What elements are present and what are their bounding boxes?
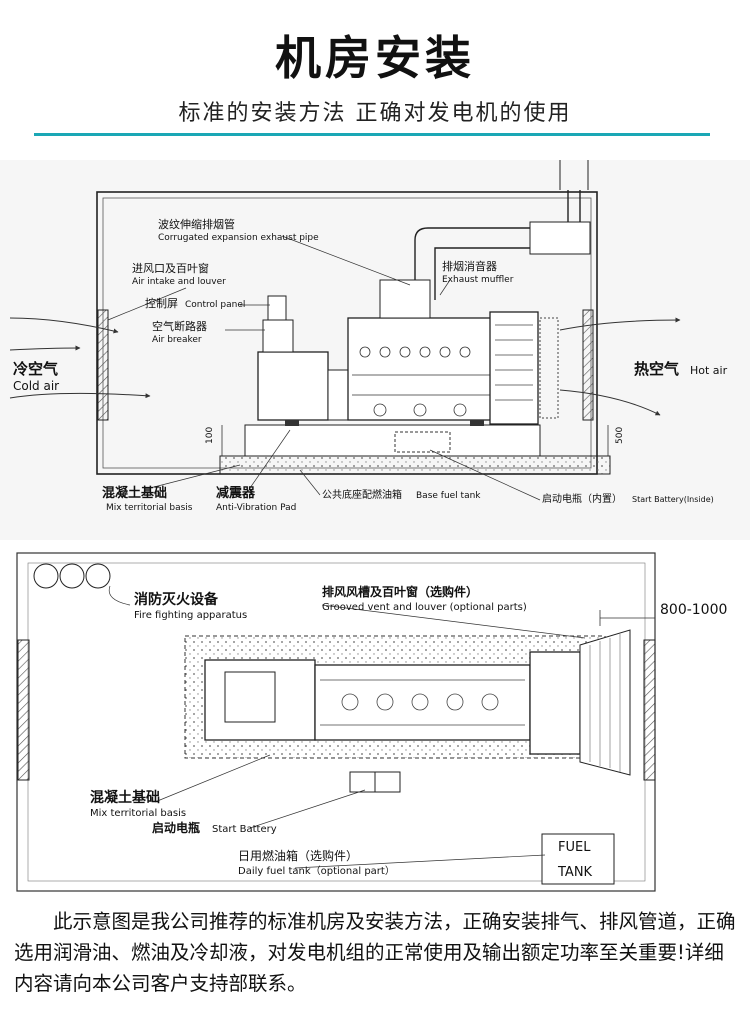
cold-air-arrows bbox=[9, 317, 151, 399]
air-breaker bbox=[262, 319, 294, 353]
daily-tank-label-en: Daily fuel tank（optional part） bbox=[238, 865, 395, 877]
radiator bbox=[489, 311, 539, 425]
base-tank-label-cn: 公共底座配燃油箱 bbox=[322, 488, 402, 501]
hot-air-label-cn: 热空气 bbox=[634, 360, 679, 378]
plan-concrete-label-cn: 混凝土基础 bbox=[90, 789, 160, 806]
turbocharger bbox=[379, 279, 431, 319]
side-elevation-diagram: 100 500 波纹伸缩排烟管 Corrugated expansion exh… bbox=[9, 160, 728, 513]
daily-fuel-tank bbox=[541, 833, 615, 885]
control-panel bbox=[267, 295, 287, 321]
title-divider bbox=[34, 133, 710, 136]
dimension-label: 800-1000 bbox=[660, 602, 727, 618]
air-breaker-label-cn: 空气断路器 bbox=[152, 319, 207, 333]
exhaust-muffler bbox=[529, 221, 591, 255]
fuel-text: FUEL bbox=[558, 840, 591, 855]
air-breaker-label-en: Air breaker bbox=[152, 335, 202, 345]
concrete-label-cn: 混凝土基础 bbox=[102, 485, 167, 501]
page-title: 机房安装 bbox=[275, 31, 475, 85]
fire-extinguisher-1 bbox=[33, 563, 59, 589]
air-intake-label-en: Air intake and louver bbox=[132, 277, 226, 287]
muffler-label-cn: 排烟消音器 bbox=[442, 259, 497, 273]
daily-tank-label-cn: 日用燃油箱（选购件） bbox=[238, 848, 358, 863]
exhaust-pipe-label-cn: 波纹伸缩排烟管 bbox=[158, 217, 235, 231]
plan-vent-duct bbox=[579, 629, 631, 776]
plan-radiator bbox=[529, 651, 581, 755]
cold-air-label-cn: 冷空气 bbox=[13, 360, 58, 378]
hot-air-arrows bbox=[559, 317, 681, 416]
right-wall-louver bbox=[643, 639, 656, 781]
muffler-label-en: Exhaust muffler bbox=[442, 275, 514, 285]
concrete-label-en: Mix territorial basis bbox=[106, 503, 193, 513]
vent-label-cn: 排风风槽及百叶窗（选购件） bbox=[322, 584, 478, 599]
battery-box bbox=[394, 431, 451, 453]
battery-label-en: Start Battery bbox=[212, 824, 277, 835]
fan-duct bbox=[539, 317, 559, 419]
dim-100: 100 bbox=[205, 427, 215, 444]
control-panel-label-en: Control panel bbox=[185, 300, 245, 310]
dim-500: 500 bbox=[615, 427, 625, 444]
base-tank-label-en: Base fuel tank bbox=[416, 491, 481, 501]
start-battery-label-en: Start Battery(Inside) bbox=[632, 495, 714, 504]
battery-label-cn: 启动电瓶 bbox=[152, 820, 200, 835]
anti-vibration-label-cn: 减震器 bbox=[216, 485, 256, 501]
fire-label-en: Fire fighting apparatus bbox=[134, 610, 247, 621]
installation-note: 此示意图是我公司推荐的标准机房及安装方法，正确安装排气、排风管道，正确选用润滑油… bbox=[14, 910, 736, 995]
start-battery-label-cn: 启动电瓶（内置） bbox=[542, 492, 622, 505]
fire-label-cn: 消防灭火设备 bbox=[134, 591, 219, 608]
plan-concrete-label-en: Mix territorial basis bbox=[90, 808, 186, 819]
exhaust-pipe-label-en: Corrugated expansion exhaust pipe bbox=[158, 233, 319, 243]
concrete-foundation bbox=[219, 455, 611, 475]
exhaust-louver bbox=[582, 309, 594, 421]
cold-air-label-en: Cold air bbox=[13, 379, 59, 393]
control-panel-label-cn: 控制屏 bbox=[145, 296, 178, 310]
air-intake-label-cn: 进风口及百叶窗 bbox=[132, 261, 209, 275]
vent-label-en: Grooved vent and louver (optional parts) bbox=[322, 602, 527, 613]
page-subtitle: 标准的安装方法 正确对发电机的使用 bbox=[178, 101, 572, 126]
engine-block bbox=[347, 317, 494, 421]
hot-air-label-en: Hot air bbox=[690, 364, 728, 377]
alternator bbox=[257, 351, 329, 421]
intake-louver bbox=[97, 309, 109, 421]
fire-extinguisher-2 bbox=[59, 563, 85, 589]
tank-text: TANK bbox=[557, 865, 593, 880]
base-fuel-tank bbox=[244, 424, 541, 457]
fire-extinguisher-3 bbox=[85, 563, 111, 589]
plan-view-diagram: 800-1000 FUEL TANK 消防灭火设备 Fire fighting … bbox=[16, 552, 727, 892]
anti-vibration-label-en: Anti-Vibration Pad bbox=[216, 503, 296, 513]
left-wall-louver bbox=[17, 639, 30, 781]
